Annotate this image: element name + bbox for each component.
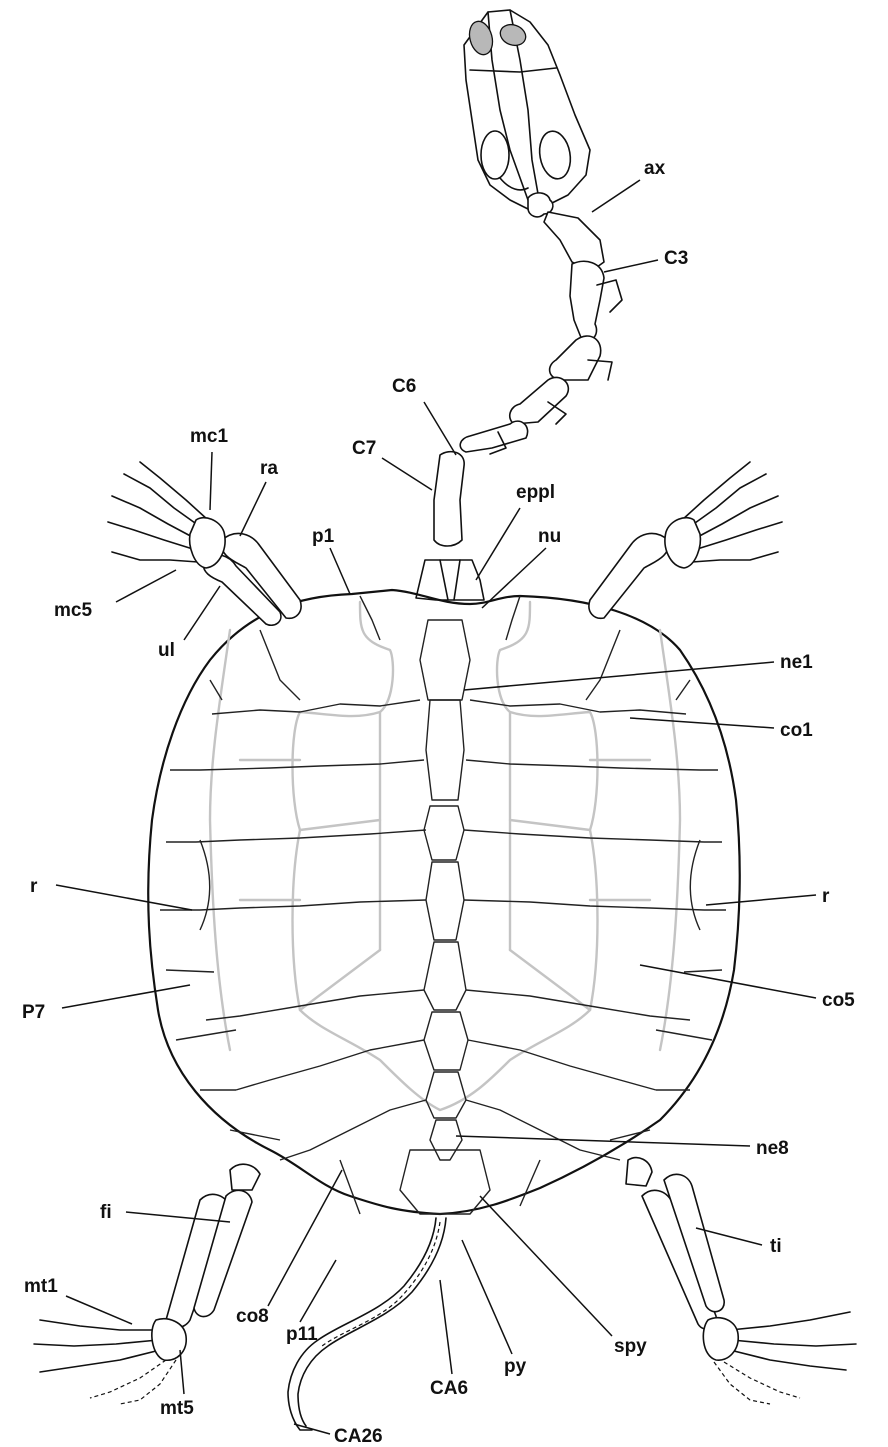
label-spy: spy: [614, 1336, 647, 1357]
costal-sutures: [196, 700, 704, 1160]
label-r-right: r: [822, 886, 830, 907]
nuchal-region: [416, 560, 484, 600]
label-co8: co8: [236, 1306, 269, 1327]
label-mc5: mc5: [54, 600, 92, 621]
label-p1: p1: [312, 526, 335, 547]
label-r-left: r: [30, 876, 38, 897]
label-ra: ra: [260, 458, 278, 479]
label-C7: C7: [352, 438, 376, 459]
peripheral-sutures: [160, 596, 726, 1214]
label-co1: co1: [780, 720, 813, 741]
label-ul: ul: [158, 640, 175, 661]
left-forelimb: [108, 462, 301, 625]
label-py: py: [504, 1356, 527, 1377]
neural-column: [400, 620, 490, 1214]
label-co5: co5: [822, 990, 855, 1011]
label-C3: C3: [664, 248, 688, 269]
label-mt5: mt5: [160, 1398, 194, 1419]
label-ti: ti: [770, 1236, 782, 1257]
label-ax: ax: [644, 158, 666, 179]
skull: [464, 10, 590, 217]
label-p11: p11: [286, 1324, 318, 1345]
label-fi: fi: [100, 1202, 112, 1223]
label-CA6: CA6: [430, 1378, 468, 1399]
label-P7: P7: [22, 1002, 45, 1023]
labels: ax C3 C6 C7 mc1 ra eppl p1 nu mc5 ul ne1…: [22, 158, 855, 1447]
label-eppl: eppl: [516, 482, 555, 503]
label-C6: C6: [392, 376, 416, 397]
label-nu: nu: [538, 526, 561, 547]
label-mc1: mc1: [190, 426, 228, 447]
label-ne1: ne1: [780, 652, 813, 673]
carapace: [148, 590, 739, 1214]
right-forelimb: [589, 462, 782, 618]
label-CA26: CA26: [334, 1426, 383, 1447]
left-hindlimb: [34, 1164, 260, 1404]
right-hindlimb: [626, 1158, 856, 1404]
label-ne8: ne8: [756, 1138, 789, 1159]
label-mt1: mt1: [24, 1276, 58, 1297]
